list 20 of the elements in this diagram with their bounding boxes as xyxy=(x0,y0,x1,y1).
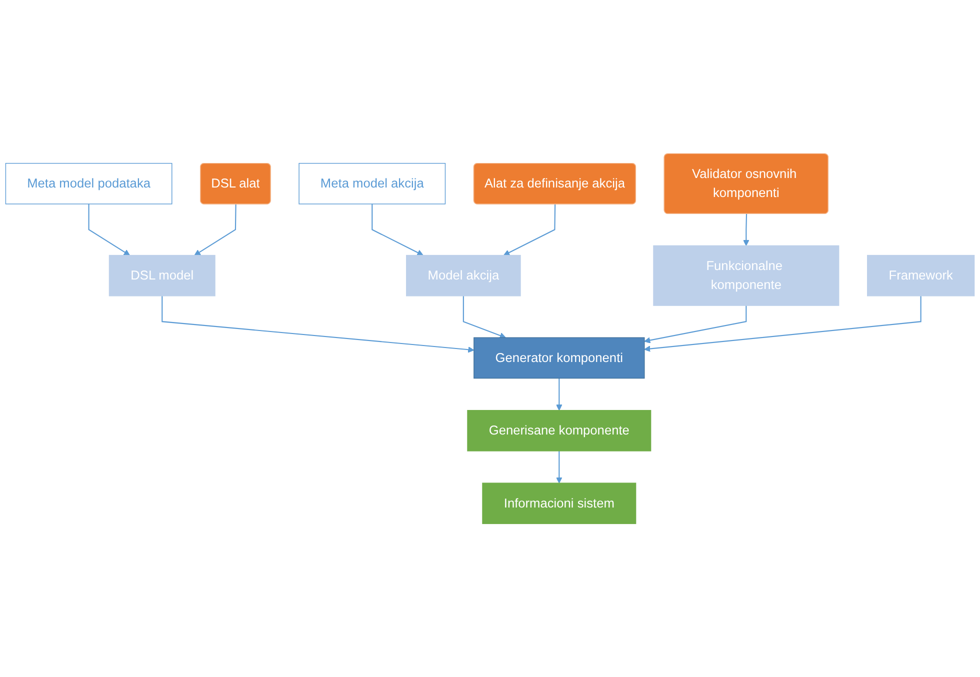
arrow xyxy=(556,450,562,484)
node-box: Informacioni sistem xyxy=(482,482,636,524)
arrow xyxy=(194,204,236,256)
node-box: Meta model akcija xyxy=(298,162,446,204)
arrow xyxy=(162,296,474,353)
arrow xyxy=(503,204,556,256)
arrow xyxy=(462,296,506,338)
arrow xyxy=(556,378,562,410)
arrow xyxy=(644,296,922,352)
node-box: Framework xyxy=(867,254,975,296)
node-box: Generisane komponente xyxy=(467,410,652,452)
node-box: Meta model podataka xyxy=(5,162,172,204)
node-box: Model akcija xyxy=(406,254,521,296)
node-box: Generator komponenti xyxy=(474,337,645,378)
arrow xyxy=(743,214,750,246)
arrow xyxy=(644,305,747,344)
arrow xyxy=(88,204,130,256)
node-box: DSL model xyxy=(108,254,216,296)
node-box: Funkcionalne komponente xyxy=(653,245,840,306)
arrow xyxy=(372,204,424,256)
